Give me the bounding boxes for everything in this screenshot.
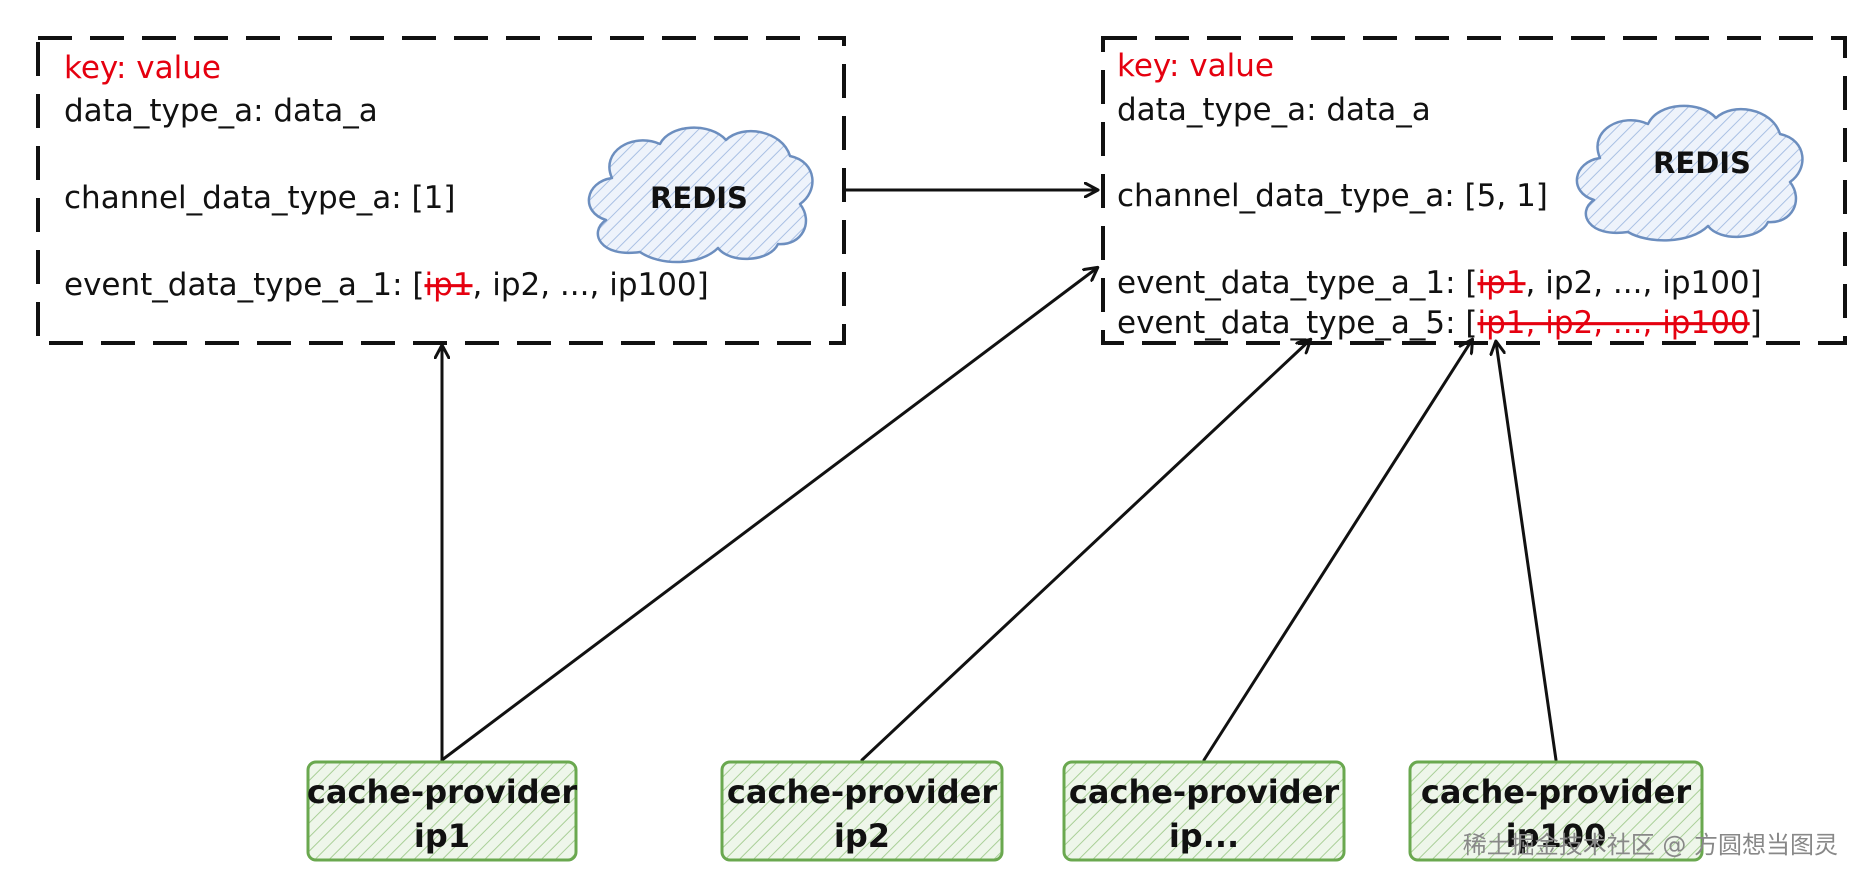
right-cloud-label: REDIS: [1653, 146, 1751, 180]
left-redis-cloud: REDIS: [587, 126, 814, 264]
arrow-ip1-to-right-box: [440, 268, 1097, 762]
arrow-ip100-to-right-box: [1496, 342, 1558, 762]
provider-ip100: cache-provider ip100: [1408, 760, 1704, 862]
right-box-line-channel: channel_data_type_a: [5, 1]: [1117, 178, 1548, 214]
left-box-line-event: event_data_type_a_1: [ip1, ip2, ..., ip1…: [64, 267, 709, 303]
right-cache-box: key: value data_type_a: data_a channel_d…: [1101, 36, 1847, 345]
arrow-ip2-to-right-box: [860, 340, 1310, 762]
right-event1-prefix: event_data_type_a_1: [: [1117, 265, 1477, 301]
left-cloud-label: REDIS: [650, 181, 748, 215]
left-event-struck-ip: ip1: [424, 267, 472, 303]
provider-ip2: cache-provider ip2: [720, 760, 1004, 862]
provider-ip2-box: [720, 760, 1004, 862]
right-event5-suffix: ]: [1750, 305, 1762, 341]
right-event5-struck-ips: ip1, ip2, ..., ip100: [1477, 305, 1749, 341]
left-cache-box: key: value data_type_a: data_a channel_d…: [36, 36, 846, 345]
right-event5-prefix: event_data_type_a_5: [: [1117, 305, 1477, 341]
provider-ip1: cache-provider ip1: [306, 760, 578, 862]
left-box-line-data-type: data_type_a: data_a: [64, 93, 378, 129]
provider-ip100-box: [1408, 760, 1704, 862]
provider-ipdots-ip: ip...: [1169, 817, 1239, 855]
provider-ip1-title: cache-provider: [307, 773, 577, 811]
left-event-suffix: , ip2, ..., ip100]: [473, 267, 709, 303]
left-event-prefix: event_data_type_a_1: [: [64, 267, 424, 303]
left-cloud-icon: [587, 126, 814, 264]
provider-ip1-box: [306, 760, 578, 862]
right-event1-struck-ip: ip1: [1477, 265, 1525, 301]
left-box-line-channel: channel_data_type_a: [1]: [64, 180, 455, 216]
arrows: [440, 190, 1558, 762]
left-box-header: key: value: [64, 50, 221, 86]
right-box-line-data-type: data_type_a: data_a: [1117, 92, 1431, 128]
provider-ipdots-title: cache-provider: [1069, 773, 1339, 811]
right-box-header: key: value: [1117, 48, 1274, 84]
right-box-line-event-1: event_data_type_a_1: [ip1, ip2, ..., ip1…: [1117, 265, 1762, 301]
provider-ipdots-box: [1062, 760, 1346, 862]
right-box-line-event-5: event_data_type_a_5: [ip1, ip2, ..., ip1…: [1117, 305, 1762, 341]
arrow-ipdots-to-right-box: [1202, 340, 1472, 762]
right-cloud-icon: [1575, 104, 1804, 242]
provider-ip2-title: cache-provider: [727, 773, 997, 811]
right-event1-suffix: , ip2, ..., ip100]: [1526, 265, 1762, 301]
provider-ip100-title: cache-provider: [1421, 773, 1691, 811]
provider-ipdots: cache-provider ip...: [1062, 760, 1346, 862]
provider-ip2-ip: ip2: [834, 817, 890, 855]
watermark: 稀土掘金技术社区 @ 方圆想当图灵: [1463, 831, 1838, 859]
provider-ip1-ip: ip1: [414, 817, 470, 855]
provider-ip100-ip: ip100: [1506, 817, 1607, 855]
right-redis-cloud: REDIS: [1575, 104, 1804, 242]
